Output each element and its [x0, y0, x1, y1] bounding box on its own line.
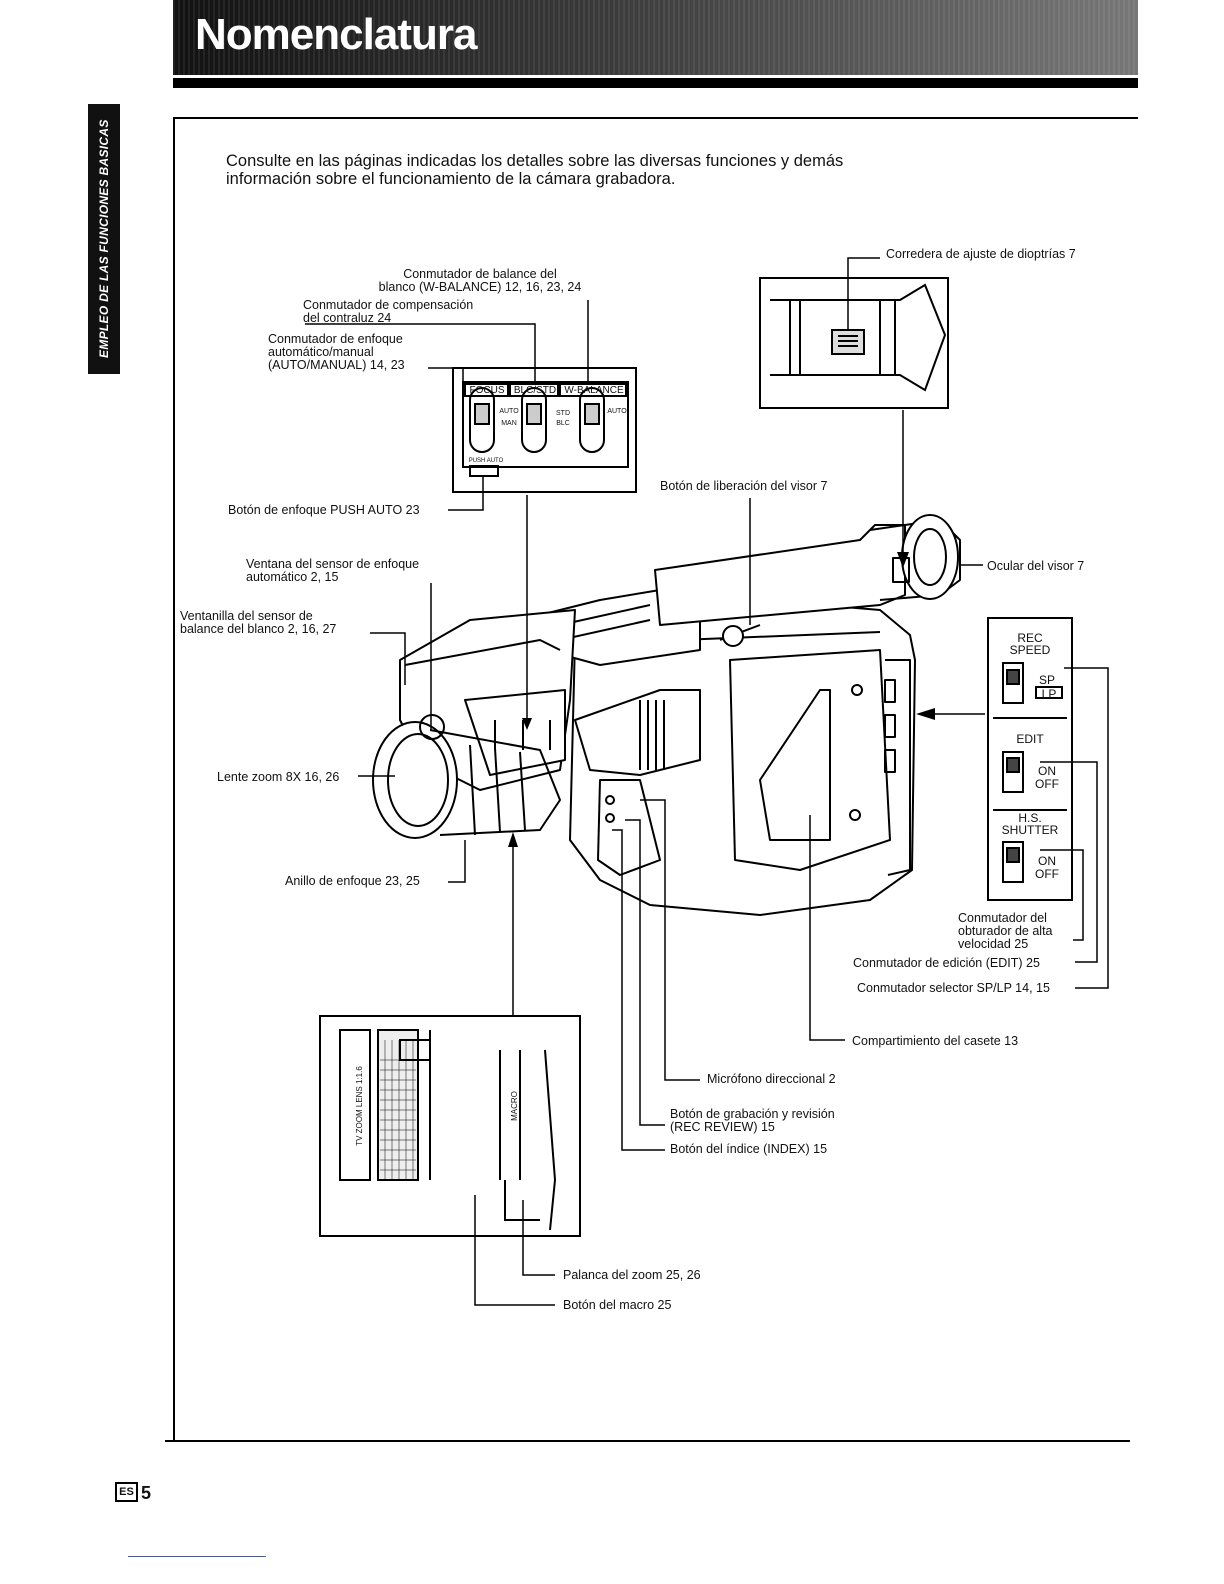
cp-blc: BLC: [556, 420, 570, 427]
sp-hs-off: OFF: [1035, 867, 1059, 881]
label-focus-ring: Anillo de enfoque 23, 25: [285, 874, 420, 888]
cp-blc-std: BLC/STD: [513, 385, 557, 396]
label-wb-sensor: Ventanilla del sensor de balance del bla…: [180, 609, 337, 636]
label-macro: Botón del macro 25: [563, 1298, 672, 1312]
label-index: Botón del índice (INDEX) 15: [670, 1142, 828, 1156]
page-number: 5: [141, 1483, 152, 1503]
cp-std: STD: [556, 410, 570, 417]
cp-push-auto: PUSH AUTO: [468, 458, 504, 464]
sp-lp: LP: [1041, 687, 1057, 701]
label-splp: Conmutador selector SP/LP 14, 15: [857, 981, 1050, 995]
intro-paragraph: Consulte en las páginas indicadas los de…: [226, 152, 844, 188]
label-wbalance: Conmutador de balance del blanco (W-BALA…: [378, 267, 582, 294]
sp-edit-on: ON: [1038, 764, 1056, 778]
language-badge: ES: [115, 1482, 138, 1502]
label-focus: Conmutador de enfoque automático/manual …: [268, 332, 405, 372]
label-release: Botón de liberación del visor 7: [660, 479, 828, 493]
label-zoom-lever: Palanca del zoom 25, 26: [563, 1268, 701, 1282]
label-edit: Conmutador de edición (EDIT) 25: [853, 956, 1040, 970]
header-rule: [173, 78, 1138, 88]
sp-hs-shutter: H.S. SHUTTER: [1001, 811, 1059, 837]
lens-macro-text: MACRO: [510, 1091, 519, 1121]
cp-focus: FOCUS: [469, 385, 505, 396]
sp-rec-speed: REC SPEED: [1009, 631, 1051, 657]
lens-model-text: TV ZOOM LENS 1:1.6: [355, 1066, 364, 1146]
label-push-auto: Botón de enfoque PUSH AUTO 23: [228, 503, 420, 517]
label-mic: Micrófono direccional 2: [707, 1072, 836, 1086]
label-zoom-lens: Lente zoom 8X 16, 26: [217, 770, 340, 784]
label-blc: Conmutador de compensación del contraluz…: [303, 298, 474, 325]
sp-edit: EDIT: [1016, 732, 1044, 746]
sp-edit-off: OFF: [1035, 777, 1059, 791]
label-hs-shutter: Conmutador del obturador de alta velocid…: [958, 911, 1053, 951]
side-tab: [88, 104, 120, 374]
label-sensor-window: Ventana del sensor de enfoque automático…: [246, 557, 420, 584]
sp-hs-on: ON: [1038, 854, 1056, 868]
label-cassette: Compartimiento del casete 13: [852, 1034, 1019, 1048]
cp-man: MAN: [501, 420, 517, 427]
cp-wbalance: W-BALANCE: [564, 385, 624, 396]
sp-sp: SP: [1038, 673, 1055, 687]
frame-left: [173, 117, 175, 1441]
label-diopter: Corredera de ajuste de dioptrías 7: [886, 247, 1076, 261]
footer-line: [128, 1556, 266, 1557]
frame-top: [173, 117, 1138, 119]
frame-bottom: [165, 1440, 1130, 1442]
cp-auto-2: AUTO: [607, 408, 627, 415]
title-bar: [173, 0, 1138, 75]
cp-auto-1: AUTO: [499, 408, 519, 415]
label-rec-review: Botón de grabación y revisión (REC REVIE…: [670, 1107, 835, 1134]
label-eyepiece: Ocular del visor 7: [987, 559, 1085, 573]
page-title: Nomenclatura: [195, 10, 477, 59]
